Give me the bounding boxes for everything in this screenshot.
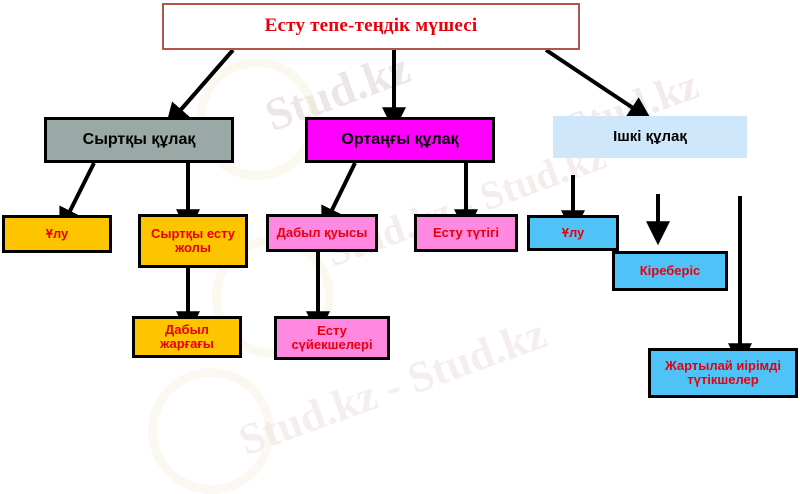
node-middle-ear-label: Ортаңғы құлақ [341, 131, 459, 149]
diagram-canvas: Stud.kz Stud.kz Stud.kz - Stud.kz Stud.k… [2, 3, 798, 494]
node-inner-cochlea-label: Ұлу [561, 224, 585, 240]
node-outer-ear[interactable]: Сыртқы құлақ [44, 117, 234, 163]
node-middle-ear[interactable]: Ортаңғы құлақ [305, 117, 495, 163]
node-outer-cochlea[interactable]: Ұлу [2, 215, 112, 253]
node-auditory-tube-label: Есту түтігі [432, 224, 500, 240]
watermark-ring-bottom [148, 368, 274, 494]
node-vestibule-label: Кіреберіс [639, 262, 701, 278]
node-tympanic-cavity[interactable]: Дабыл қуысы [266, 214, 378, 252]
node-semicircular-canals[interactable]: Жартылай иірімді түтікшелер [648, 348, 798, 398]
node-inner-ear-label: Ішкі құлақ [613, 127, 687, 145]
node-eardrum[interactable]: Дабыл жарғағы [132, 316, 242, 358]
node-inner-ear[interactable]: Ішкі құлақ [553, 116, 747, 158]
node-root-hearing-balance-organ[interactable]: Есту тепе-теңдік мүшесі [162, 3, 580, 50]
node-outer-cochlea-label: Ұлу [45, 225, 69, 241]
node-auditory-ossicles-label: Есту сүйекшелері [291, 322, 373, 352]
node-vestibule[interactable]: Кіреберіс [612, 251, 728, 291]
node-eardrum-label: Дабыл жарғағы [160, 321, 214, 351]
node-root-label: Есту тепе-теңдік мүшесі [264, 15, 478, 37]
node-inner-cochlea[interactable]: Ұлу [527, 215, 619, 251]
node-outer-ear-label: Сыртқы құлақ [82, 131, 196, 149]
node-external-auditory-canal[interactable]: Сыртқы есту жолы [138, 214, 248, 268]
node-semicircular-canals-label: Жартылай иірімді түтікшелер [664, 357, 782, 387]
node-tympanic-cavity-label: Дабыл қуысы [276, 224, 368, 240]
node-external-auditory-canal-label: Сыртқы есту жолы [150, 225, 236, 255]
node-auditory-ossicles[interactable]: Есту сүйекшелері [274, 316, 390, 360]
node-auditory-tube[interactable]: Есту түтігі [414, 214, 518, 252]
